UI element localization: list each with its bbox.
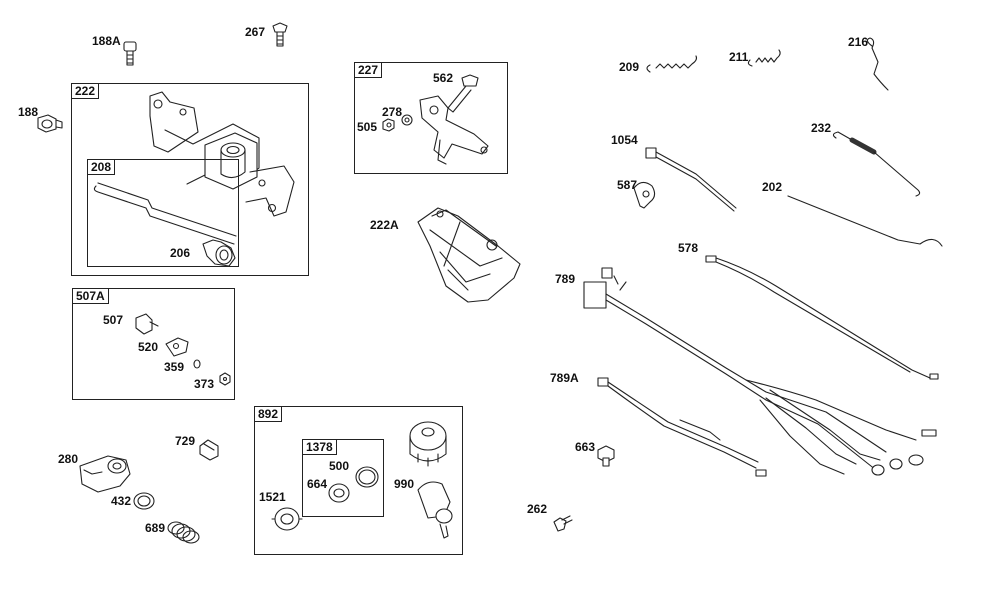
spring-689 bbox=[167, 521, 200, 544]
key-990 bbox=[417, 481, 453, 539]
retainer-500 bbox=[355, 466, 379, 488]
screw-663 bbox=[597, 445, 615, 467]
label-729: 729 bbox=[175, 434, 196, 448]
clip-507 bbox=[135, 313, 159, 335]
label-789: 789 bbox=[555, 272, 576, 286]
label-359: 359 bbox=[164, 360, 185, 374]
label-500: 500 bbox=[329, 459, 350, 473]
label-520: 520 bbox=[138, 340, 159, 354]
group-frame-1378 bbox=[302, 439, 384, 517]
label-373: 373 bbox=[194, 377, 215, 391]
label-267: 267 bbox=[245, 25, 266, 39]
nut-505 bbox=[382, 118, 395, 132]
group-frame-227 bbox=[354, 62, 508, 174]
label-990: 990 bbox=[394, 477, 415, 491]
group-frame-507a bbox=[72, 288, 235, 400]
label-562: 562 bbox=[433, 71, 454, 85]
label-216: 216 bbox=[848, 35, 869, 49]
bolt-188 bbox=[37, 114, 63, 133]
washer-359 bbox=[193, 359, 201, 369]
spring-209 bbox=[646, 55, 698, 73]
bracket-280 bbox=[79, 455, 131, 493]
label-188a: 188A bbox=[92, 34, 121, 48]
wire-578 bbox=[705, 255, 939, 380]
bolt-188a bbox=[123, 41, 137, 66]
label-280: 280 bbox=[58, 452, 79, 466]
clamp-520 bbox=[165, 337, 189, 357]
control-plate-222a bbox=[417, 207, 521, 303]
lever-227 bbox=[419, 95, 489, 165]
group-frame-208 bbox=[87, 159, 239, 267]
label-587: 587 bbox=[617, 178, 638, 192]
nut-1521 bbox=[271, 507, 303, 531]
label-689: 689 bbox=[145, 521, 166, 535]
clamp-587 bbox=[633, 181, 656, 209]
rod-216 bbox=[866, 37, 889, 91]
clip-729 bbox=[199, 439, 219, 461]
label-507: 507 bbox=[103, 313, 124, 327]
label-222a: 222A bbox=[370, 218, 399, 232]
label-663: 663 bbox=[575, 440, 596, 454]
screw-267 bbox=[272, 22, 288, 47]
knob-206 bbox=[202, 239, 236, 267]
ignition-switch-892 bbox=[409, 421, 447, 467]
group-frame-222 bbox=[71, 83, 309, 276]
label-578: 578 bbox=[678, 241, 699, 255]
group-frame-892 bbox=[254, 406, 463, 555]
ring-432 bbox=[133, 492, 155, 510]
spring-232 bbox=[832, 131, 921, 197]
label-206: 206 bbox=[170, 246, 191, 260]
harness-789a bbox=[597, 377, 767, 477]
rod-208 bbox=[93, 182, 237, 245]
label-211: 211 bbox=[729, 50, 749, 64]
bolt-562 bbox=[447, 74, 479, 113]
label-209: 209 bbox=[619, 60, 640, 74]
label-188: 188 bbox=[18, 105, 39, 119]
spring-211 bbox=[747, 49, 781, 67]
label-262: 262 bbox=[527, 502, 548, 516]
nut-373 bbox=[219, 372, 231, 386]
label-1521: 1521 bbox=[259, 490, 286, 504]
label-202: 202 bbox=[762, 180, 783, 194]
screw-262 bbox=[553, 515, 573, 532]
control-bracket-222 bbox=[149, 91, 295, 217]
bushing-664 bbox=[328, 483, 350, 503]
label-232: 232 bbox=[811, 121, 832, 135]
label-432: 432 bbox=[111, 494, 132, 508]
washer-278 bbox=[401, 114, 413, 126]
group-label-1378: 1378 bbox=[302, 439, 337, 455]
harness-789 bbox=[583, 267, 937, 476]
label-1054: 1054 bbox=[611, 133, 638, 147]
group-label-227: 227 bbox=[354, 62, 383, 78]
label-789a: 789A bbox=[550, 371, 579, 385]
label-278: 278 bbox=[382, 105, 403, 119]
group-label-208: 208 bbox=[87, 159, 116, 175]
rod-202 bbox=[787, 195, 943, 247]
label-505: 505 bbox=[357, 120, 378, 134]
group-label-222: 222 bbox=[71, 83, 100, 99]
tie-1054 bbox=[645, 147, 737, 212]
group-label-507a: 507A bbox=[72, 288, 109, 304]
group-label-892: 892 bbox=[254, 406, 283, 422]
label-664: 664 bbox=[307, 477, 328, 491]
